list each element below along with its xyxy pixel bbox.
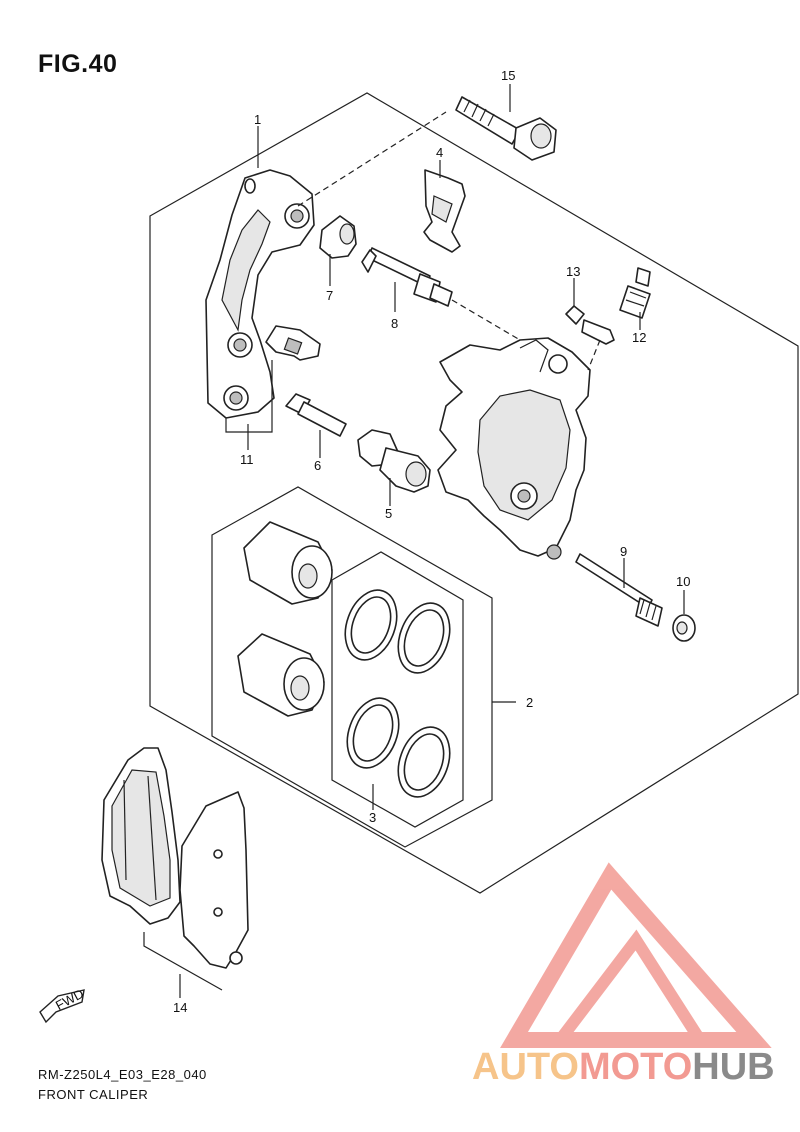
callout-14: 14 bbox=[173, 1000, 187, 1015]
callout-6: 6 bbox=[314, 458, 321, 473]
piston-upper bbox=[243, 521, 333, 605]
watermark-part-moto: MOTO bbox=[578, 1046, 693, 1088]
slide-pin-lower bbox=[285, 393, 347, 437]
pin-plug bbox=[672, 614, 696, 642]
watermark-logo-icon bbox=[500, 862, 772, 1048]
footer-model-code: RM-Z250L4_E03_E28_040 bbox=[38, 1067, 207, 1082]
piston-seals bbox=[344, 589, 451, 798]
piston-lower bbox=[237, 633, 325, 717]
callout-5: 5 bbox=[385, 506, 392, 521]
alignment-line-pin bbox=[451, 299, 521, 341]
figure-title: FIG.40 bbox=[38, 50, 118, 78]
callout-8: 8 bbox=[391, 316, 398, 331]
pad-retainer-clip bbox=[265, 325, 321, 361]
caliper-pin bbox=[575, 553, 663, 627]
watermark-part-hub: HUB bbox=[692, 1046, 775, 1088]
callout-11: 11 bbox=[240, 452, 254, 467]
callout-1: 1 bbox=[254, 112, 261, 127]
brake-pad-inner bbox=[101, 747, 181, 925]
bleeder-screw bbox=[619, 267, 651, 319]
callout-3: 3 bbox=[369, 810, 376, 825]
footer-section-name: FRONT CALIPER bbox=[38, 1087, 149, 1102]
callout-10: 10 bbox=[676, 574, 690, 589]
caliper-bracket bbox=[205, 169, 315, 419]
callout-12: 12 bbox=[632, 330, 646, 345]
slide-pin-upper bbox=[361, 247, 453, 307]
callout-4: 4 bbox=[436, 145, 443, 160]
callout-9: 9 bbox=[620, 544, 627, 559]
alignment-line-bleeder bbox=[587, 339, 601, 371]
slide-pin-boot bbox=[319, 215, 357, 259]
mounting-bolt bbox=[455, 96, 557, 161]
caliper-body bbox=[437, 337, 591, 560]
fwd-label: FWD bbox=[53, 986, 86, 1013]
piston-kit-box bbox=[211, 486, 493, 848]
callout-7: 7 bbox=[326, 288, 333, 303]
fwd-arrow-icon: FWD bbox=[39, 986, 86, 1024]
watermark-part-auto: AUTO bbox=[472, 1046, 579, 1088]
caliper-bolt-boot bbox=[357, 429, 431, 493]
leader-bracket-11 bbox=[225, 360, 273, 433]
leader-bracket-14 bbox=[143, 932, 223, 991]
pad-spring bbox=[423, 169, 466, 253]
bleeder-cap bbox=[565, 305, 615, 345]
watermark-text: AUTOMOTOHUB bbox=[472, 1046, 775, 1089]
seal-kit-box bbox=[331, 551, 464, 828]
brake-pad-outer bbox=[179, 791, 249, 969]
callout-15: 15 bbox=[501, 68, 515, 83]
callout-13: 13 bbox=[566, 264, 580, 279]
callout-2: 2 bbox=[526, 695, 533, 710]
assembly-outline bbox=[149, 92, 799, 894]
